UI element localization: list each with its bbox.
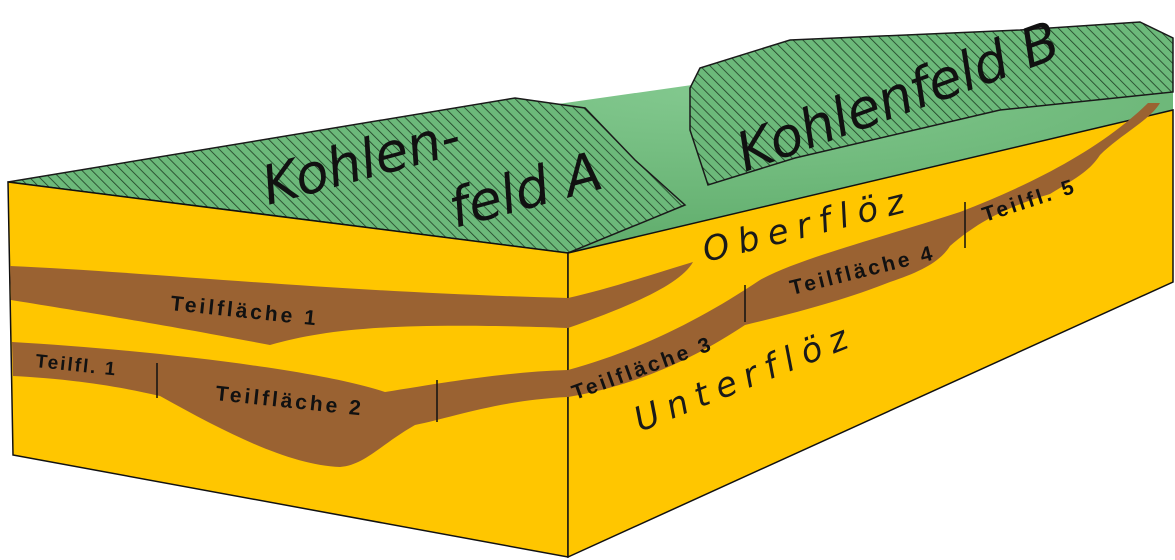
right-face [567, 109, 1174, 559]
lower-seam-right [568, 103, 1160, 397]
upper-seam-right [568, 262, 693, 328]
coal-field-b-area [689, 21, 1174, 186]
upper-seam-front [10, 266, 568, 345]
lower-seam-front [12, 342, 568, 467]
